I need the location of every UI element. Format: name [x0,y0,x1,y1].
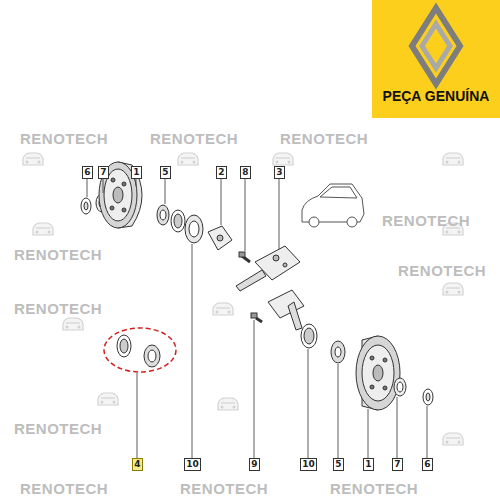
callout-number: 1 [363,458,374,471]
callout-text: 3 [276,167,282,177]
watermark: RENOTECH [20,130,108,147]
callout-text: 10 [302,459,315,469]
watermark: RENOTECH [20,480,108,497]
callout-text: 1 [133,167,139,177]
vehicle-icon [302,184,364,227]
bearing-kit [104,328,176,372]
callout-text: 1 [365,459,371,469]
callout-text: 9 [251,459,257,469]
callout-number: 5 [160,166,171,179]
watermark: RENOTECH [330,480,418,497]
brand-panel: PEÇA GENUÍNA [372,0,500,118]
callout-text: 7 [394,459,400,469]
callout-text: 7 [100,167,106,177]
callout-number: 7 [392,458,403,471]
callout-number: 2 [216,166,227,179]
watermark: RENOTECH [382,212,470,229]
callout-number: 6 [422,458,433,471]
leader-lines [87,179,427,458]
callout-number: 3 [274,166,285,179]
right-brake-assembly [251,290,433,410]
callout-number: 4 [132,458,143,471]
callout-text: 10 [186,459,199,469]
callout-text: 4 [134,459,140,469]
watermark: RENOTECH [14,420,102,437]
callout-number: 9 [249,458,260,471]
callout-number: 6 [82,166,93,179]
callout-text: 5 [335,459,341,469]
callout-number: 7 [98,166,109,179]
renault-logo [412,8,460,84]
left-brake-assembly [81,162,300,291]
watermark: RENOTECH [14,300,102,317]
watermark: RENOTECH [280,130,368,147]
callout-number: 1 [131,166,142,179]
brand-ground [372,0,500,118]
callout-text: 2 [218,167,224,177]
watermark: RENOTECH [398,262,486,279]
brand-text: PEÇA GENUÍNA [372,88,500,104]
callout-number: 8 [240,166,251,179]
callout-number: 10 [184,458,201,471]
watermark: RENOTECH [14,246,102,263]
watermark: RENOTECH [180,480,268,497]
callout-number: 5 [333,458,344,471]
watermark: RENOTECH [150,130,238,147]
callout-text: 6 [84,167,90,177]
callout-text: 6 [424,459,430,469]
callout-number: 10 [300,458,317,471]
callout-text: 8 [242,167,248,177]
callout-text: 5 [162,167,168,177]
